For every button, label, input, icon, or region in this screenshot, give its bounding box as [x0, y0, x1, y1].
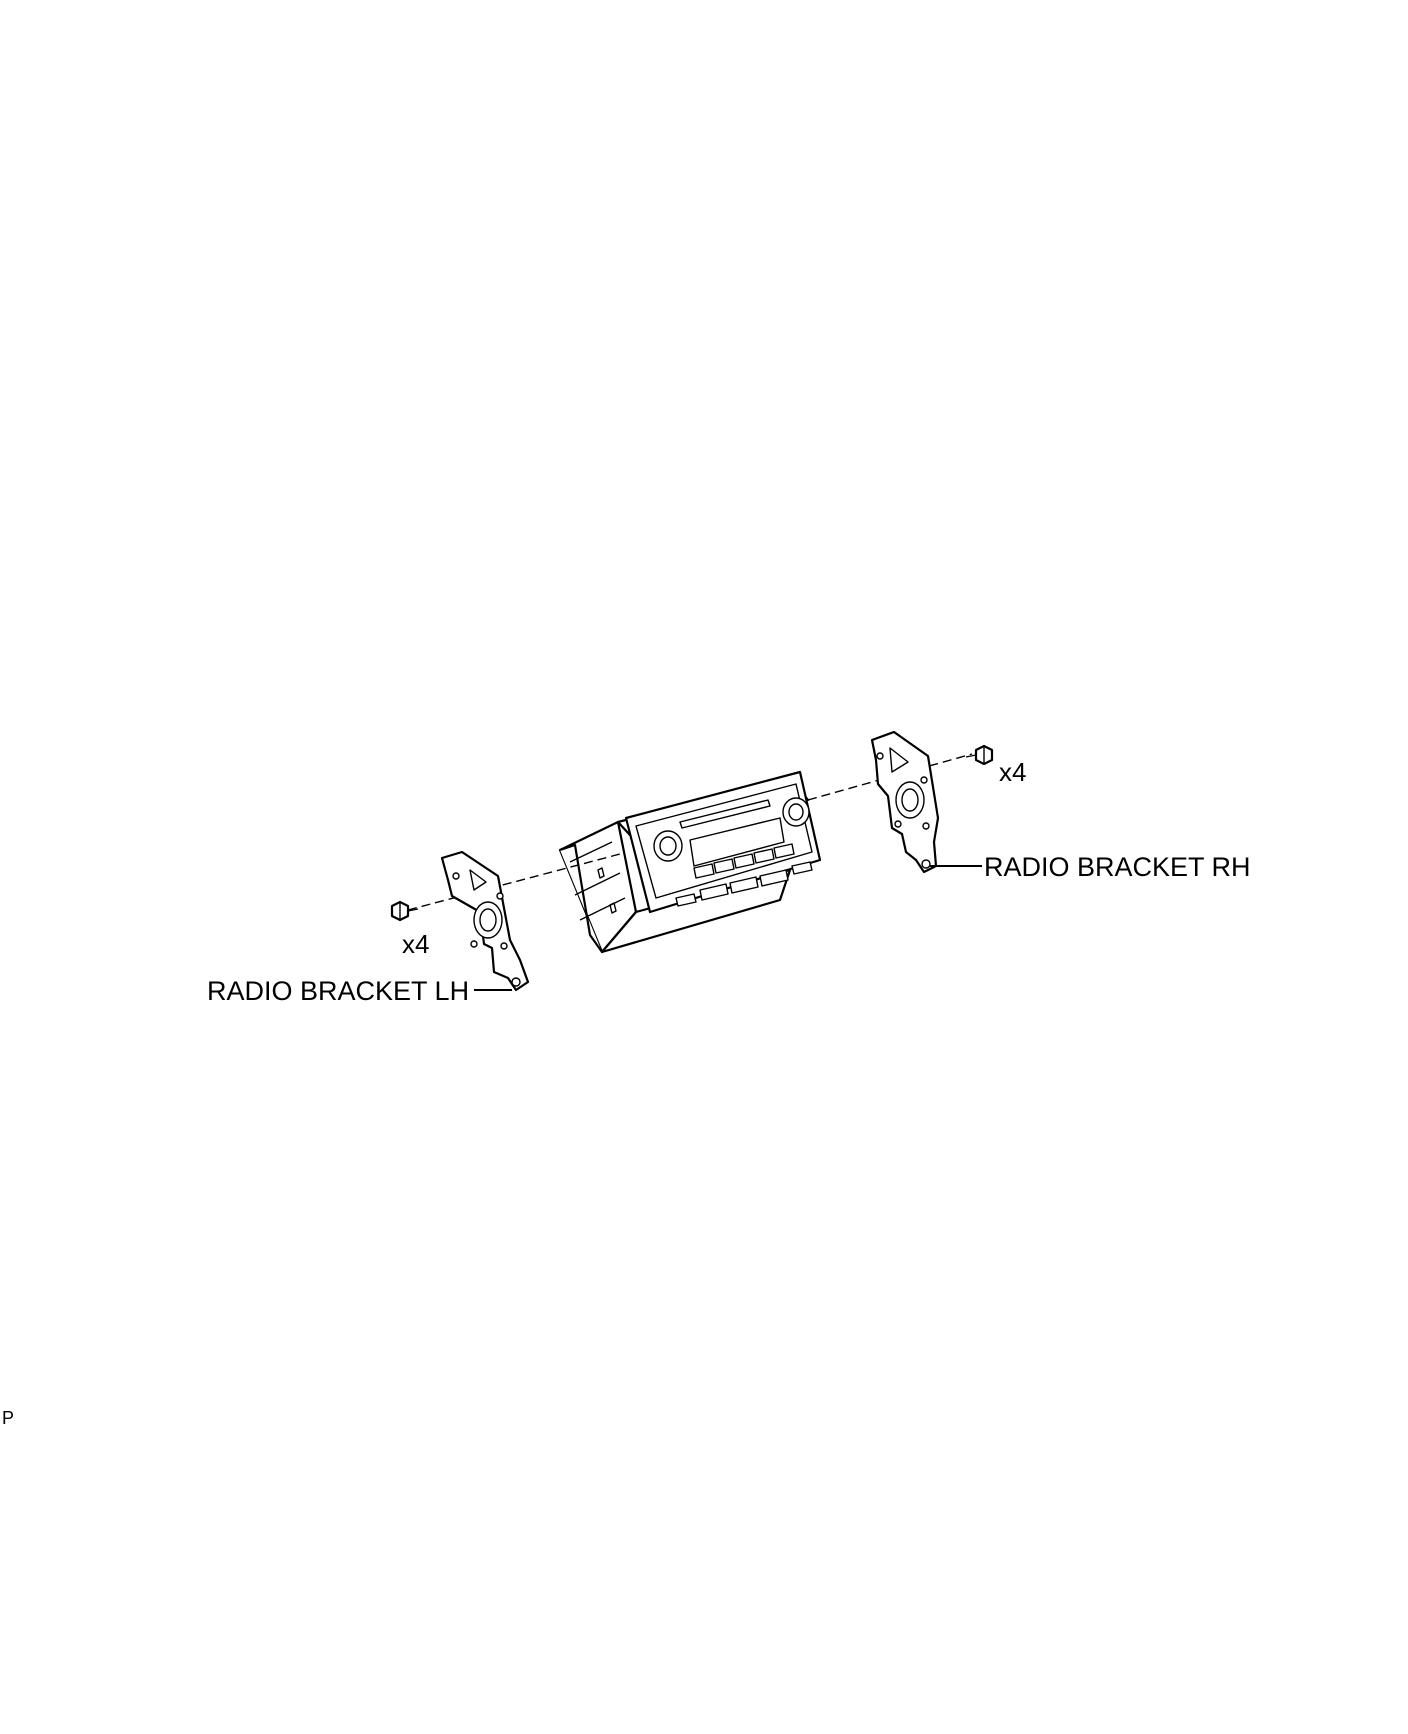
screw-lh-icon — [390, 900, 419, 922]
radio-bracket-lh-label: RADIO BRACKET LH — [207, 976, 469, 1006]
radio-bracket-rh — [870, 730, 940, 874]
screw-rh-icon — [965, 744, 994, 766]
corner-code: P — [2, 1408, 14, 1428]
radio-bracket-rh-label: RADIO BRACKET RH — [984, 852, 1251, 882]
quantity-label-rh: x4 — [999, 757, 1026, 787]
radio-bracket-lh — [440, 850, 530, 992]
alignment-line-left — [407, 853, 621, 911]
quantity-label-lh: x4 — [402, 929, 429, 959]
radio-unit — [558, 770, 822, 954]
